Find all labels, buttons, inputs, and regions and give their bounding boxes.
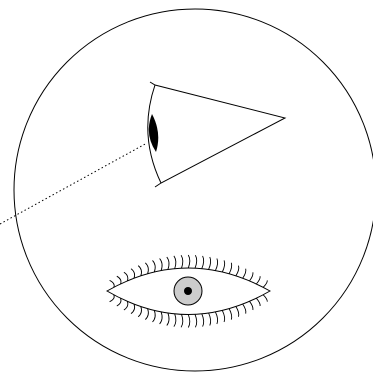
eyelash (215, 259, 217, 271)
pupil (184, 287, 192, 295)
eyelash (188, 255, 190, 268)
eyelash (145, 309, 148, 320)
eyelash (131, 269, 135, 279)
outer-circle (14, 9, 373, 371)
eyelash (263, 280, 267, 287)
eye-front-view (107, 255, 270, 328)
eyelash (215, 312, 217, 324)
eyelash (174, 314, 176, 327)
eyelash (124, 272, 128, 281)
eyelash (138, 266, 141, 276)
eyelash (153, 310, 156, 322)
eyelash (131, 304, 135, 314)
eyelash (117, 298, 121, 306)
eyelash (243, 304, 246, 314)
eyelash (188, 315, 190, 328)
eyelash (117, 276, 121, 284)
eye-side-view (148, 82, 285, 187)
eyelash (222, 310, 224, 322)
eyelash (250, 301, 253, 310)
eyelash (174, 256, 176, 269)
eyelash (209, 257, 211, 269)
eyelash (181, 255, 183, 268)
vision-cone (150, 82, 285, 187)
eyelash (153, 260, 156, 272)
eyelash (124, 301, 128, 310)
eyelash (209, 313, 211, 326)
eyelash (229, 263, 232, 274)
cornea-lens (149, 114, 158, 152)
eyelash (110, 280, 115, 287)
eyelash (222, 260, 224, 272)
eyelash (160, 312, 163, 324)
eyelash (110, 295, 115, 302)
eyelash (202, 256, 204, 269)
eyelash (145, 263, 148, 274)
eyelash (256, 276, 260, 284)
eyelash (167, 257, 169, 269)
eyelash (229, 309, 232, 320)
eyelash (167, 313, 169, 326)
eyelash (202, 314, 204, 327)
eyelash (138, 307, 141, 317)
sight-line (0, 143, 147, 224)
eyelash (195, 255, 197, 268)
eyelash (263, 295, 267, 302)
eyelash (236, 307, 239, 317)
eyelash (236, 266, 239, 276)
eyelash (243, 269, 246, 279)
eyelash (160, 259, 163, 271)
eyelash (181, 314, 183, 327)
eyelash (256, 298, 260, 306)
eyelash (250, 272, 253, 281)
eyelash (195, 314, 197, 327)
